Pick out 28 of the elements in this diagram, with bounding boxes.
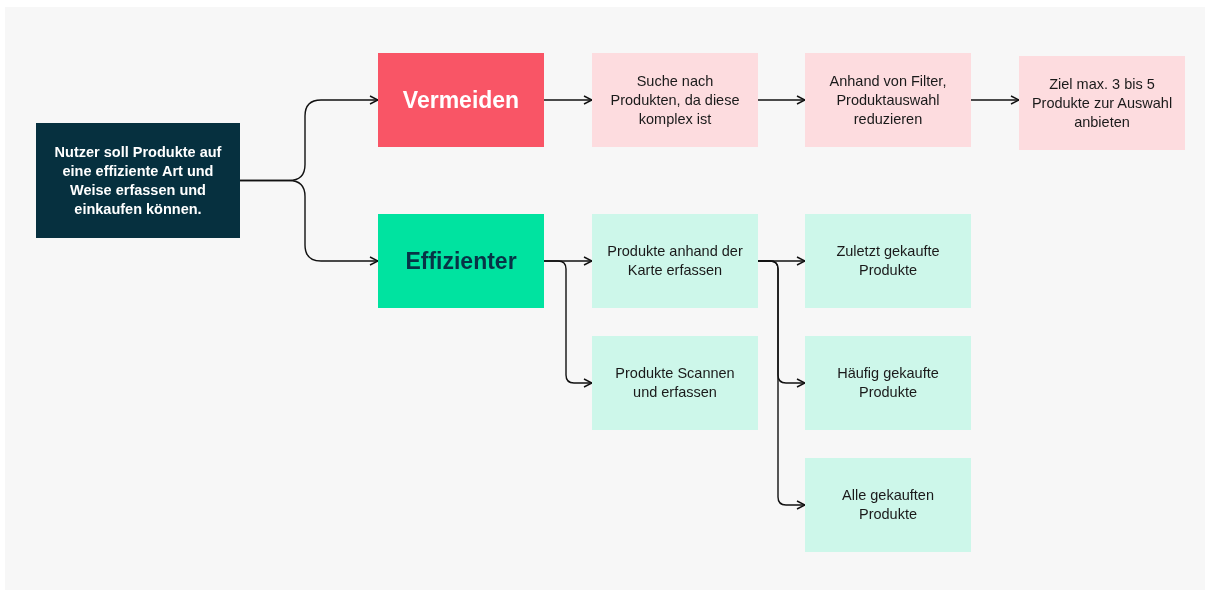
arrow xyxy=(970,95,1020,105)
node-text: Produkte anhand der Karte erfassen xyxy=(606,242,744,280)
node-text: Vermeiden xyxy=(402,86,520,115)
node-text: Nutzer soll Produkte auf eine effiziente Art und Weise erfassen und einkaufen können. xyxy=(53,142,223,219)
step-box xyxy=(805,336,971,430)
category-box xyxy=(378,214,544,308)
goal-box xyxy=(36,123,240,238)
step-box xyxy=(592,214,758,308)
arrow xyxy=(757,260,806,510)
node-text: Produkte Scannen und erfassen xyxy=(614,364,736,402)
arrow xyxy=(543,260,593,388)
step-box xyxy=(592,53,758,147)
arrow xyxy=(543,95,593,105)
step-box xyxy=(1019,56,1185,150)
node-text: Häufig gekaufte Produkte xyxy=(836,364,940,402)
node-text: Anhand von Filter, Produktauswahl reduzieren xyxy=(828,71,948,129)
step-box xyxy=(805,53,971,147)
step-box xyxy=(805,214,971,308)
category-box xyxy=(378,53,544,147)
step-box xyxy=(805,458,971,552)
node-text: Ziel max. 3 bis 5 Produkte zur Auswahl anbieten xyxy=(1030,74,1174,132)
arrow xyxy=(757,95,806,105)
node-text: Suche nach Produkten, da diese komplex ist xyxy=(609,71,741,129)
node-text: Alle gekauften Produkte xyxy=(841,486,935,524)
node-text: Zuletzt gekaufte Produkte xyxy=(835,242,941,280)
arrow xyxy=(239,179,379,266)
node-text: Effizienter xyxy=(405,247,517,276)
step-box xyxy=(592,336,758,430)
